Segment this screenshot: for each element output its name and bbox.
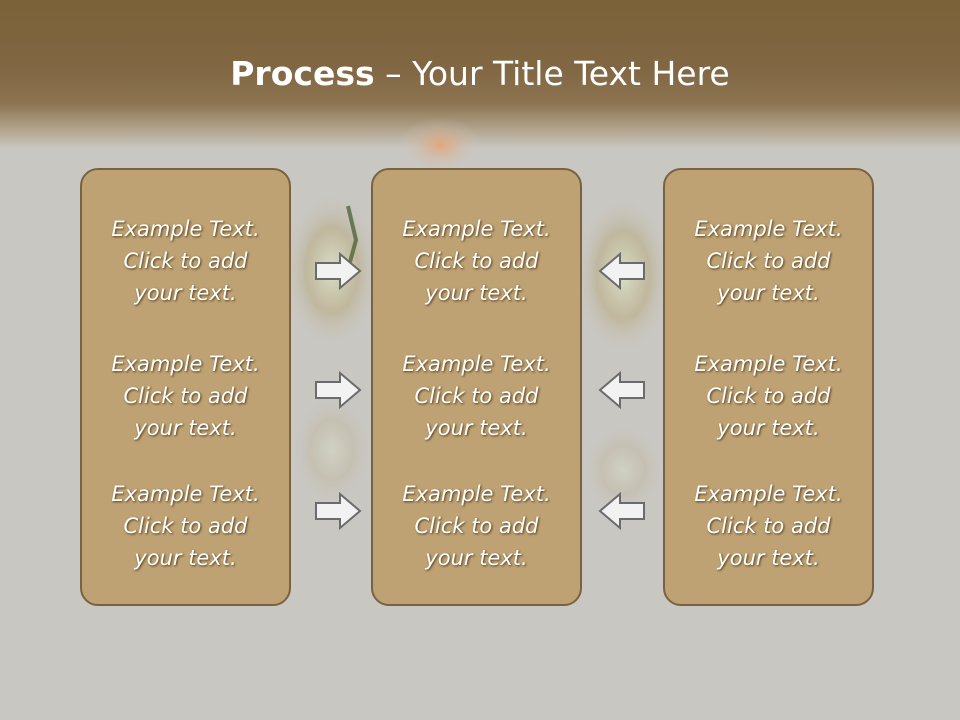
right-arrow-icon [314, 491, 362, 531]
right-arrow-icon [314, 370, 362, 410]
title-rest: – Your Title Text Here [374, 54, 730, 93]
text-placeholder[interactable]: Example Text. Click to add your text. [402, 482, 551, 570]
right-text-box[interactable]: Example Text. Click to add your text. Ex… [663, 168, 874, 606]
left-arrow-icon [598, 491, 646, 531]
text-placeholder[interactable]: Example Text. Click to add your text. [402, 352, 551, 440]
slide-title[interactable]: Process – Your Title Text Here [0, 52, 960, 96]
left-arrow-icon [598, 251, 646, 291]
text-placeholder[interactable]: Example Text. Click to add your text. [402, 217, 551, 305]
text-placeholder[interactable]: Example Text. Click to add your text. [694, 217, 843, 305]
left-text-box[interactable]: Example Text. Click to add your text. Ex… [80, 168, 291, 606]
left-arrow-icon [598, 370, 646, 410]
right-arrow-icon [314, 251, 362, 291]
text-placeholder[interactable]: Example Text. Click to add your text. [111, 217, 260, 305]
center-text-box[interactable]: Example Text. Click to add your text. Ex… [371, 168, 582, 606]
text-placeholder[interactable]: Example Text. Click to add your text. [111, 352, 260, 440]
text-placeholder[interactable]: Example Text. Click to add your text. [111, 482, 260, 570]
title-bold: Process [230, 54, 375, 93]
text-placeholder[interactable]: Example Text. Click to add your text. [694, 482, 843, 570]
text-placeholder[interactable]: Example Text. Click to add your text. [694, 352, 843, 440]
